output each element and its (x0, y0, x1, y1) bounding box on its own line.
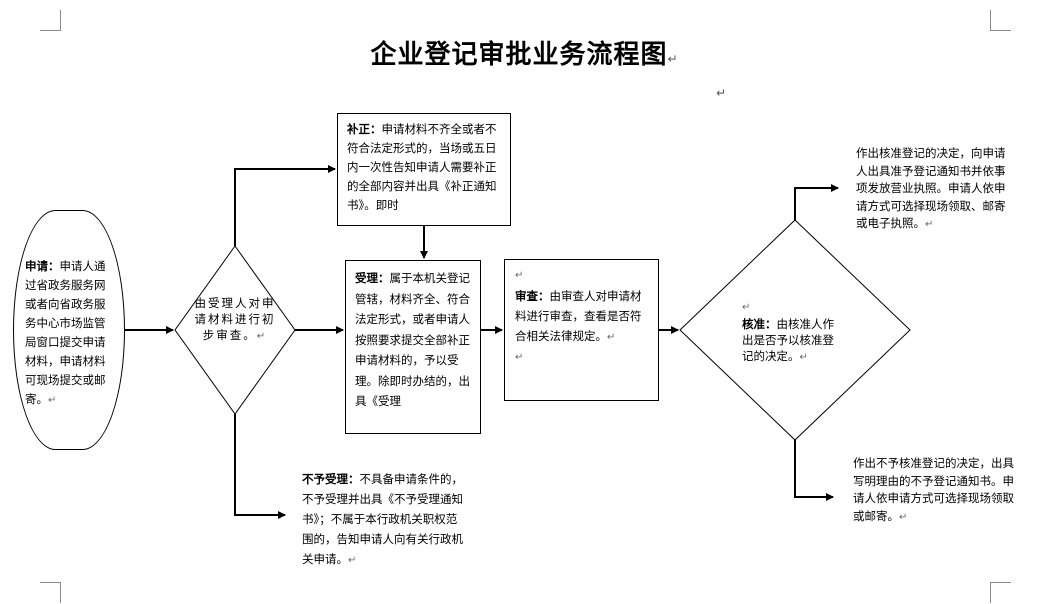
page-corner-mark-top-left (40, 10, 61, 31)
paragraph-mark: ↵ (716, 86, 727, 100)
initial-review-text: 由受理人对申请材料进行初步审查。↵ (193, 295, 277, 345)
correction-text: 申请材料不齐全或者不符合法定形式的，当场或五日内一次性告知申请人需要补正的全部内… (347, 122, 497, 212)
arrow-initial-to-reject (234, 414, 286, 519)
rejection-text: 不具备申请条件的，不予受理并出具《不予受理通知书》；不属于本行政机关职权范围的，… (302, 472, 463, 566)
review-node: ↵ 审查：由审查人对申请材料进行审查，查看是否符合相关法律规定。↵ ↵ (504, 259, 659, 401)
approval-label: 由核准人作出是否予以核准登记的决定。 (742, 317, 834, 363)
acceptance-text: 属于本机关登记管辖，材料齐全、符合法定形式，或者申请人按照要求提交全部补正申请材… (355, 271, 470, 408)
review-heading: 审查： (515, 289, 550, 303)
page-corner-mark-bottom-right (990, 582, 1011, 603)
deny-text: 作出不予核准登记的决定，出具写明理由的不予登记通知书。申请人依申请方式可选择现场… (853, 456, 1014, 523)
page-corner-mark-top-right (990, 10, 1011, 31)
arrow-approve-to-deny (794, 440, 834, 501)
arrow-initial-to-correct (234, 165, 336, 246)
deny-node: 作出不予核准登记的决定，出具写明理由的不予登记通知书。申请人依申请方式可选择现场… (835, 433, 1027, 560)
paragraph-mark: ↵ (48, 395, 57, 406)
acceptance-node: 受理：属于本机关登记管辖，材料齐全、符合法定形式，或者申请人按照要求提交全部补正… (345, 260, 481, 434)
approval-heading: 核准： (742, 317, 777, 331)
review-text: 由审查人对申请材料进行审查，查看是否符合相关法律规定。 (515, 289, 642, 343)
paragraph-mark: ↵ (607, 332, 616, 343)
apply-heading: 申请： (25, 259, 60, 273)
paragraph-mark: ↵ (899, 511, 908, 523)
diagram-title: 企业登记审批业务流程图↵ (0, 34, 1049, 71)
apply-text: 申请人通过省政务服务网或者向省政务服务中心市场监管局窗口提交申请材料，申请材料可… (25, 259, 106, 406)
apply-node: 申请：申请人通过省政务服务网或者向省政务服务中心市场监管局窗口提交申请材料，申请… (13, 210, 125, 450)
initial-review-label: 由受理人对申请材料进行初步审查。 (194, 296, 276, 342)
paragraph-mark: ↵ (515, 352, 524, 363)
diagram-title-text: 企业登记审批业务流程图 (370, 40, 668, 70)
rejection-node: 不予受理：不具备申请条件的，不予受理并出具《不予受理通知书》；不属于本行政机关职… (286, 439, 476, 591)
paragraph-mark: ↵ (742, 302, 751, 313)
paragraph-mark: ↵ (925, 219, 934, 230)
paragraph-mark: ↵ (515, 270, 524, 281)
paragraph-mark: ↵ (348, 555, 357, 566)
paragraph-mark: ↵ (799, 352, 808, 363)
correction-node: 补正：申请材料不齐全或者不符合法定形式的，当场或五日内一次性告知申请人需要补正的… (337, 113, 511, 226)
correction-heading: 补正： (347, 122, 382, 136)
approval-text: ↵ 核准：由核准人作出是否予以核准登记的决定。↵ (742, 300, 842, 366)
paragraph-mark: ↵ (256, 331, 268, 342)
grant-node: 作出核准登记的决定，向申请人出具准予登记通知书并依事项发放营业执照。申请人依申请… (840, 118, 1025, 268)
rejection-heading: 不予受理： (302, 472, 360, 486)
grant-text: 作出核准登记的决定，向申请人出具准予登记通知书并依事项发放营业执照。申请人依申请… (856, 146, 1006, 230)
page-corner-mark-bottom-left (40, 582, 61, 603)
acceptance-heading: 受理： (355, 271, 390, 285)
arrow-approve-to-grant (794, 184, 839, 220)
paragraph-mark: ↵ (667, 52, 679, 66)
